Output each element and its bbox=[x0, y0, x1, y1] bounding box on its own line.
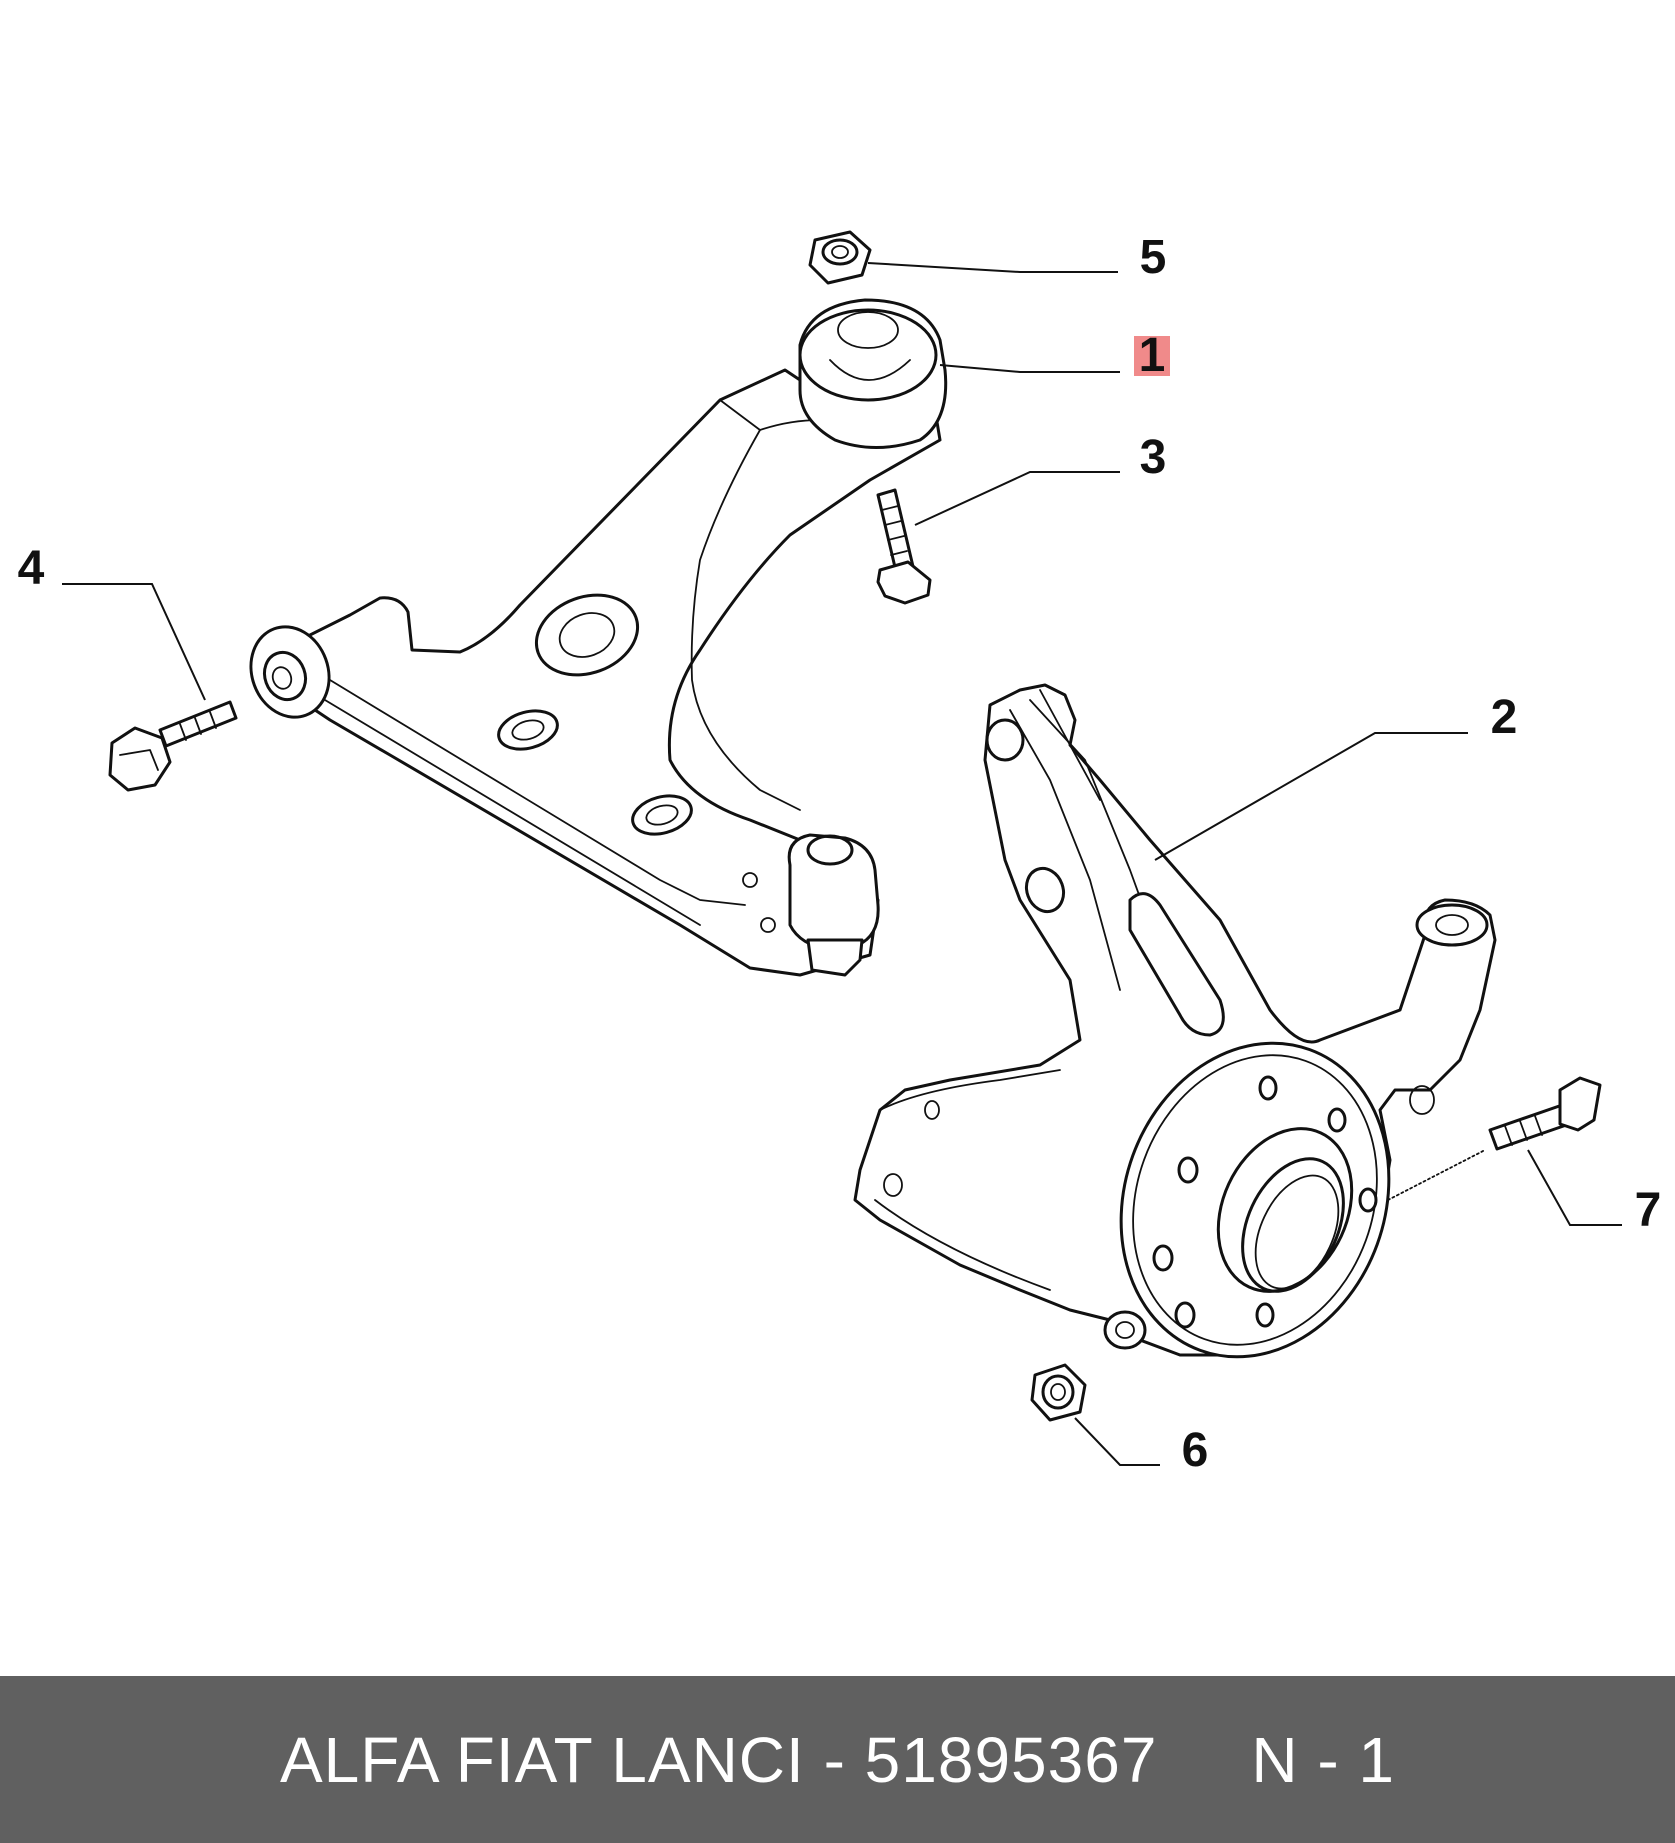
control-arm-part bbox=[249, 298, 948, 977]
steering-knuckle-part bbox=[853, 683, 1497, 1359]
nut-part-6 bbox=[1030, 1363, 1087, 1422]
part-number-caption: ALFA FIAT LANCI - 51895367 N - 1 bbox=[279, 1723, 1396, 1796]
callout-6: 6 bbox=[1182, 1424, 1209, 1477]
callout-1: 1 bbox=[1139, 329, 1166, 382]
parts-diagram: 1 2 3 4 5 6 7 bbox=[18, 230, 1662, 1477]
bolt-part-4 bbox=[108, 700, 238, 792]
footer-bar: ALFA FIAT LANCI - 51895367 N - 1 bbox=[0, 1676, 1675, 1843]
leader-lines bbox=[62, 262, 1622, 1466]
bolt-part-3 bbox=[876, 488, 932, 605]
callout-5: 5 bbox=[1140, 231, 1167, 284]
callout-3: 3 bbox=[1140, 431, 1167, 484]
callout-2: 2 bbox=[1491, 691, 1518, 744]
callout-7: 7 bbox=[1635, 1184, 1662, 1237]
callout-4: 4 bbox=[18, 542, 45, 595]
bolt-part-7 bbox=[1488, 1076, 1602, 1151]
nut-part-5 bbox=[808, 230, 872, 285]
callout-1-highlight bbox=[1134, 336, 1170, 376]
